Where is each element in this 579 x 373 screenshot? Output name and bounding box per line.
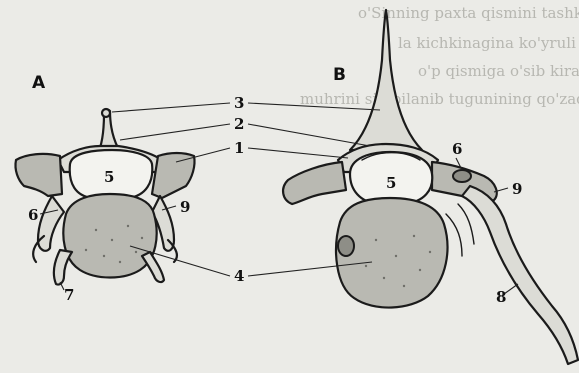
background-text: o'Sinning paxta qismini tashkil etadi. K… [300,4,579,108]
label-4: 4 [234,267,244,285]
panel-label-a: A [32,73,46,93]
label-6-b: 6 [452,140,462,158]
label-9-b: 9 [512,180,522,198]
b-left-transverse-process [283,162,346,204]
label-7: 7 [64,286,74,304]
label-5-b: 5 [386,174,396,192]
label-8: 8 [496,288,506,306]
b-spinous-process [350,10,422,150]
label-6-a: 6 [28,206,38,224]
bg-line-1: o'Sinning paxta qismini tashkil etadi. K… [358,4,579,22]
label-9-a: 9 [180,198,190,216]
bg-line-3: o'p qismiga o'sib kiradi, qismini elle k… [418,62,579,80]
a-right-transverse-process [152,153,195,198]
b-articular-facet [453,170,471,182]
b-rib [462,186,578,364]
label-3: 3 [234,94,244,112]
a-spinous-tip [102,109,110,117]
label-2: 2 [234,115,244,133]
bg-line-4: muhrini sinibilanib tugunining qo'zadi [300,90,579,108]
label-1-upper: 1 [234,139,244,157]
panel-label-b: B [333,65,346,85]
b-costal-facet [338,236,354,256]
bg-line-2: la kichkinagina ko'yruli sh.ogi bor. Kos… [398,34,579,52]
label-5-a: 5 [104,168,114,186]
a-vertebral-body [63,194,156,278]
a-left-transverse-process [15,154,62,196]
figure-a-vertebra [15,109,194,285]
a-lower-left-process [54,250,72,285]
a-left-pedicle [38,196,64,251]
